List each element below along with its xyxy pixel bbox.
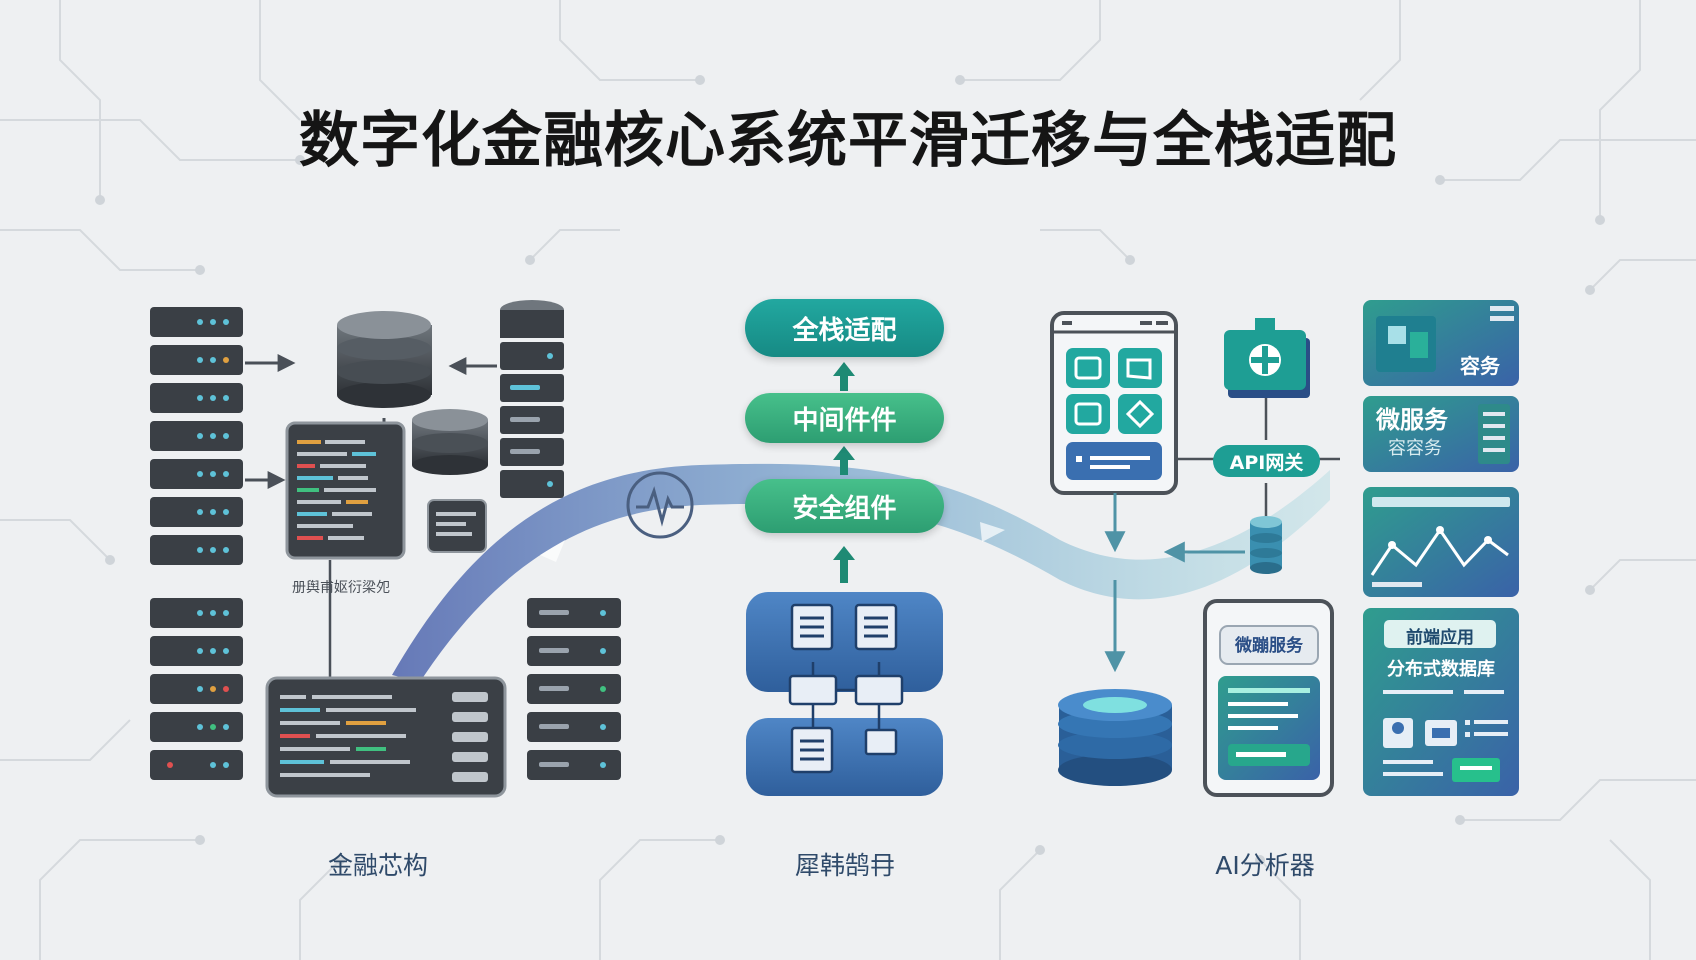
microservice-panel-label: 微蹦服务 xyxy=(1235,636,1303,656)
page-title: 数字化金融核心系统平滑迁移与全栈适配 xyxy=(299,106,1397,176)
distributed-db-label: 分布式数据库 xyxy=(1387,659,1495,680)
right-caption: AI分析器 xyxy=(1215,851,1315,880)
full-stack-adapt-pill: 全栈适配 xyxy=(745,299,944,357)
microservice-tile-subtitle: 容容务 xyxy=(1388,438,1442,459)
security-component-pill: 安全组件 xyxy=(745,479,944,533)
left-caption: 金融芯构 xyxy=(327,851,428,880)
server-group-label: 册舆甫妪衍梁夗 xyxy=(292,580,390,596)
middleware-pill: 中间件件 xyxy=(745,393,944,443)
frontend-app-label: 前端应用 xyxy=(1406,628,1474,648)
middle-caption: 犀韩鹄冄 xyxy=(794,851,895,880)
container-tile-label: 容务 xyxy=(1460,354,1500,378)
microservice-tile-title: 微服务 xyxy=(1376,406,1448,434)
api-gateway-label: API网关 xyxy=(1213,445,1320,477)
